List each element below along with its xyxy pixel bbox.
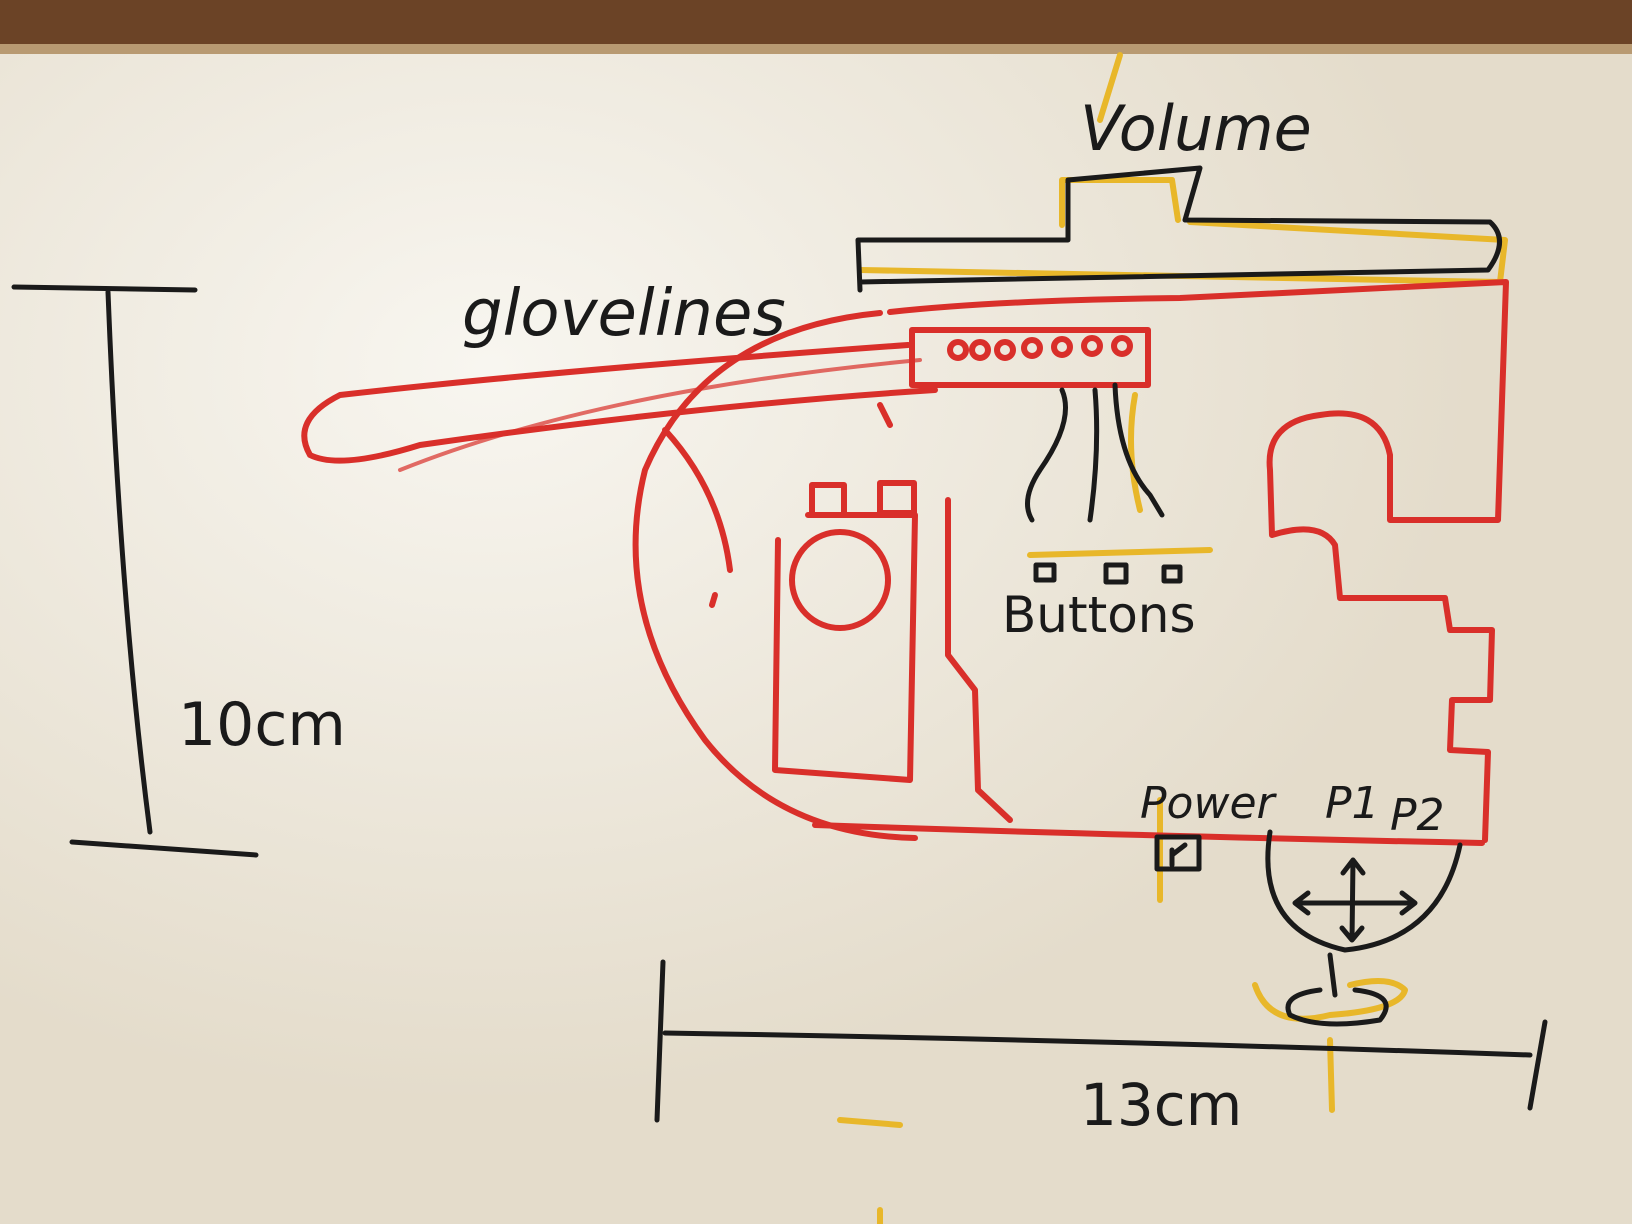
button-square-3 (1161, 564, 1183, 584)
joystick-base (1285, 987, 1389, 1027)
glovelines-label: glovelines (462, 277, 786, 351)
button-square-1 (1033, 562, 1057, 583)
height-label: 10cm (178, 690, 346, 760)
connector-strip (909, 327, 1151, 388)
gloveline-loop-1 (301, 342, 938, 464)
power-switch (1154, 834, 1202, 872)
component-block (772, 512, 918, 783)
power-label: Power (1140, 778, 1278, 829)
black-sketch (11, 165, 1548, 1123)
height-dimension-line (105, 289, 153, 835)
device-bottom-edge (812, 822, 1485, 846)
button-wire-3 (1112, 382, 1165, 518)
height-dimension-bottom (69, 839, 259, 858)
buttons-label: Buttons (1002, 586, 1196, 644)
width-label: 13cm (1080, 1071, 1242, 1139)
width-dimension-left (654, 959, 666, 1123)
button-wire-1 (1025, 387, 1068, 523)
volume-label: Volume (1080, 92, 1312, 165)
red-sketch (301, 279, 1509, 846)
p2-label: P2 (1390, 790, 1445, 841)
gloveline-loop-2 (398, 358, 922, 472)
button-wire-2 (1087, 387, 1100, 523)
joystick-stem (1327, 952, 1338, 998)
joystick-bowl (1265, 829, 1463, 953)
device-body-outline (887, 279, 1509, 843)
width-dimension-right (1527, 1019, 1548, 1111)
p1-label: P1 (1325, 778, 1380, 829)
speaker-circle (789, 529, 891, 631)
button-square-2 (1103, 562, 1129, 585)
inner-contour (945, 497, 1013, 823)
volume-slider-outline (855, 165, 1502, 293)
width-dimension-line (662, 1030, 1533, 1058)
gloveline-arrow (662, 427, 733, 573)
joystick-arrows (1292, 857, 1418, 943)
height-dimension-top (11, 284, 198, 293)
board-frame (0, 0, 1632, 46)
board-frame-edge (0, 44, 1632, 54)
